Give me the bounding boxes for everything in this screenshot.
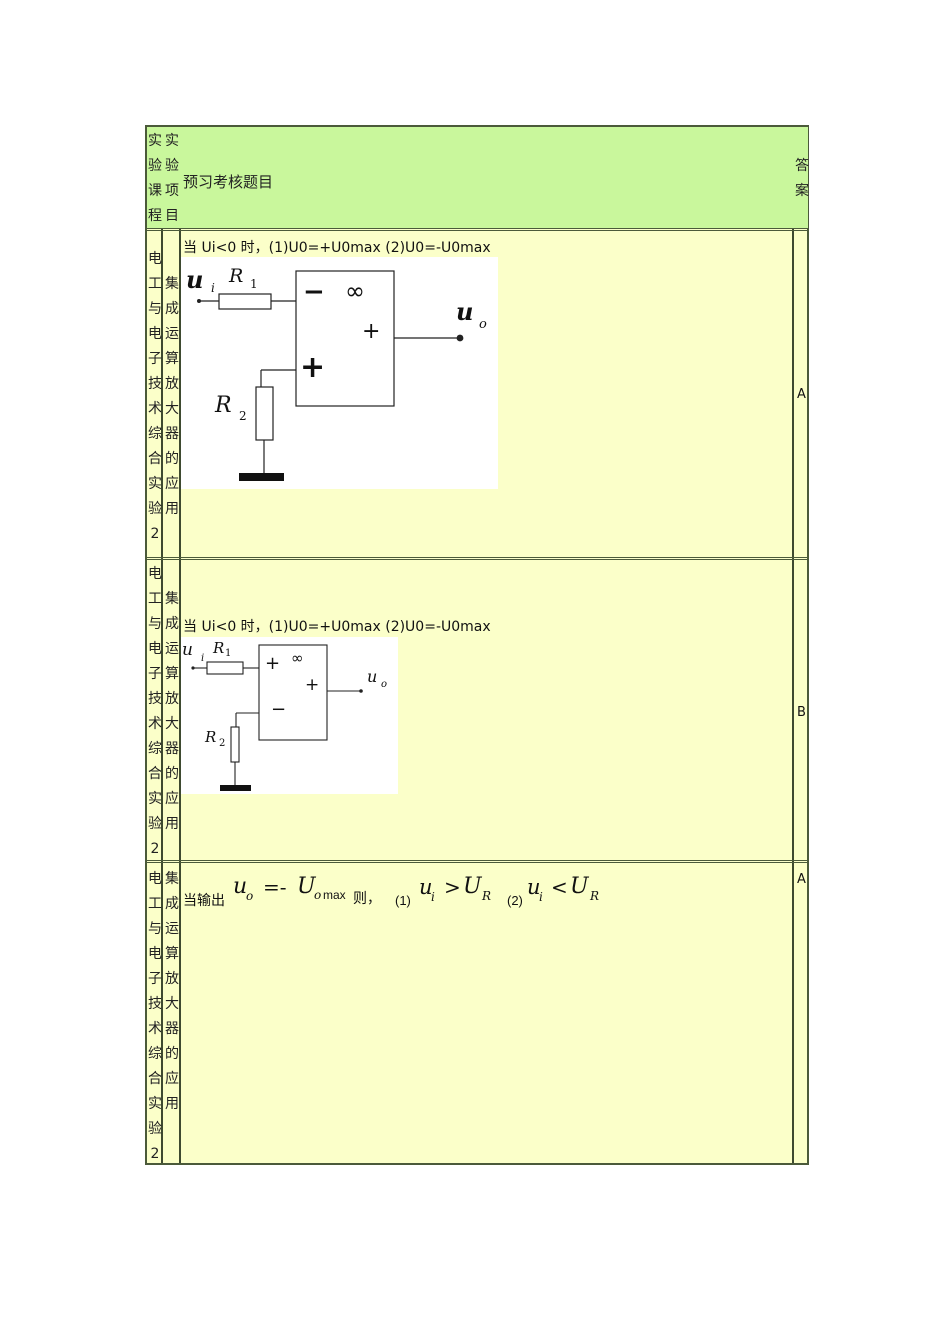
header-answer: 答案 (795, 158, 809, 199)
row1-course: 电工与电子技术综合实验2 (148, 251, 162, 542)
op-amp-body (258, 644, 328, 741)
option1-U: U (463, 874, 482, 899)
row2-course: 电工与电子技术综合实验2 (148, 566, 162, 857)
row-divider (147, 860, 807, 863)
formula-eq: =- (263, 875, 287, 899)
option1-op: > (444, 875, 461, 899)
r1-label: R (229, 265, 244, 287)
formula-rhs: U (297, 874, 316, 899)
option2-U: U (570, 874, 589, 899)
header-row (147, 127, 808, 228)
option2-sub: i (539, 890, 543, 904)
output-sign: + (305, 675, 320, 695)
quiz-table: 实验课程 实验项目 预习考核题目 答案 电工与电子技术综合实验2 集成运算放大器… (145, 125, 809, 1165)
resistor-r1 (206, 661, 244, 675)
row1-answer: A (797, 387, 806, 402)
header-course: 实验课程 (148, 133, 162, 224)
output-label: u (456, 297, 474, 326)
circuit-diagram (197, 270, 464, 481)
formula-rhs-max: max (323, 888, 346, 902)
gain-symbol: ∞ (345, 277, 365, 305)
bottom-input-sign: + (300, 350, 326, 385)
r2-sub: 2 (239, 409, 247, 423)
input-label: u (186, 265, 204, 294)
top-input-sign: − (303, 277, 325, 307)
resistor-r2 (255, 386, 274, 441)
header-item: 实验项目 (165, 133, 179, 224)
option2-u: u (527, 875, 541, 899)
row-divider (147, 557, 807, 560)
row3-item: 集成运算放大器的应用 (165, 871, 179, 1112)
option1-number: (1) (395, 893, 411, 908)
r2-sub: 2 (219, 738, 226, 749)
row2-item: 集成运算放大器的应用 (165, 591, 179, 832)
ground-symbol (239, 473, 284, 481)
row1-circuit-figure: u i R 1 − ∞ + + R 2 u o (181, 257, 498, 489)
option1-R: R (482, 889, 492, 903)
output-sub: o (381, 679, 388, 690)
option2-number: (2) (507, 893, 523, 908)
resistor-r2 (230, 726, 240, 763)
row2-question: 当 Ui<0 时，(1)U0=+U0max (2)U0=-U0max (183, 619, 491, 635)
r2-label: R (215, 393, 232, 418)
output-sub: o (479, 317, 487, 332)
option2-op: < (551, 875, 568, 899)
option2-R: R (590, 889, 600, 903)
option1-u: u (419, 875, 433, 899)
ground-symbol (220, 785, 251, 791)
r1-label: R (213, 639, 225, 657)
input-sub: i (211, 281, 215, 295)
output-label: u (367, 667, 378, 686)
row1-item: 集成运算放大器的应用 (165, 276, 179, 517)
col-divider (161, 127, 163, 1163)
formula-lhs-sub: o (246, 889, 254, 903)
row3-answer: A (797, 872, 806, 887)
input-sub: i (201, 653, 205, 664)
r2-label: R (205, 728, 217, 746)
output-sign: + (362, 319, 381, 344)
circuit-diagram (191, 644, 363, 791)
formula-prefix: 当输出 (183, 893, 225, 909)
top-input-sign: + (265, 653, 281, 674)
gain-symbol: ∞ (291, 649, 304, 667)
row3-course: 电工与电子技术综合实验2 (148, 871, 162, 1162)
row1-question: 当 Ui<0 时，(1)U0=+U0max (2)U0=-U0max (183, 240, 491, 256)
formula-lhs: u (233, 874, 248, 899)
row2-answer: B (797, 705, 806, 720)
col-divider (179, 127, 181, 1163)
formula-rhs-sub: o (314, 888, 322, 902)
input-label: u (182, 640, 193, 660)
bottom-input-sign: − (271, 699, 287, 720)
option1-sub: i (431, 890, 435, 904)
r1-sub: 1 (250, 277, 258, 291)
header-question: 预习考核题目 (183, 173, 274, 191)
row2-circuit-figure: u i R 1 + ∞ + − R 2 u o (181, 637, 398, 794)
col-divider (792, 127, 794, 1163)
formula-then: 则， (353, 891, 381, 907)
r1-sub: 1 (225, 648, 232, 659)
row-divider (147, 228, 807, 231)
resistor-r1 (218, 293, 272, 310)
